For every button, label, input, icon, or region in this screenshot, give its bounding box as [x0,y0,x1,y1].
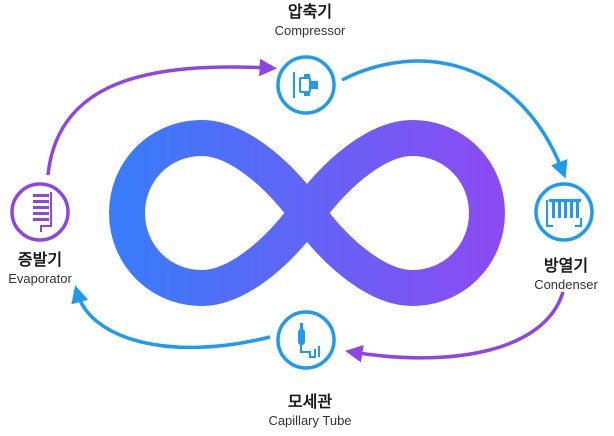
capillary-label-ko: 모세관 [287,392,333,411]
evaporator-icon [33,192,52,232]
infinity-loop [109,120,505,306]
compressor-icon [293,72,318,98]
capillary-tube-icon [298,323,320,358]
evaporator-label-ko: 증발기 [17,250,63,269]
condenser-label-en: Condenser [534,277,598,292]
condenser-node [534,182,594,242]
condenser-label-ko: 방열기 [543,256,589,275]
arrow-condenser-to-capillary [345,291,565,363]
capillary-node [276,310,336,370]
arrow-compressor-to-condenser [341,59,568,179]
evaporator-node [10,182,70,242]
compressor-label-ko: 압축기 [287,2,333,21]
compressor-label: 압축기 Compressor [230,2,390,39]
arrow-capillary-to-evaporator [71,285,271,350]
compressor-label-en: Compressor [274,23,346,38]
capillary-label-en: Capillary Tube [268,413,352,428]
compressor-node [276,55,336,115]
condenser-label: 방열기 Condenser [516,256,614,293]
evaporator-label: 증발기 Evaporator [0,250,90,287]
condenser-icon [546,199,582,227]
evaporator-label-en: Evaporator [8,271,72,286]
capillary-label: 모세관 Capillary Tube [230,392,390,429]
arrow-evaporator-to-compressor [46,58,277,176]
